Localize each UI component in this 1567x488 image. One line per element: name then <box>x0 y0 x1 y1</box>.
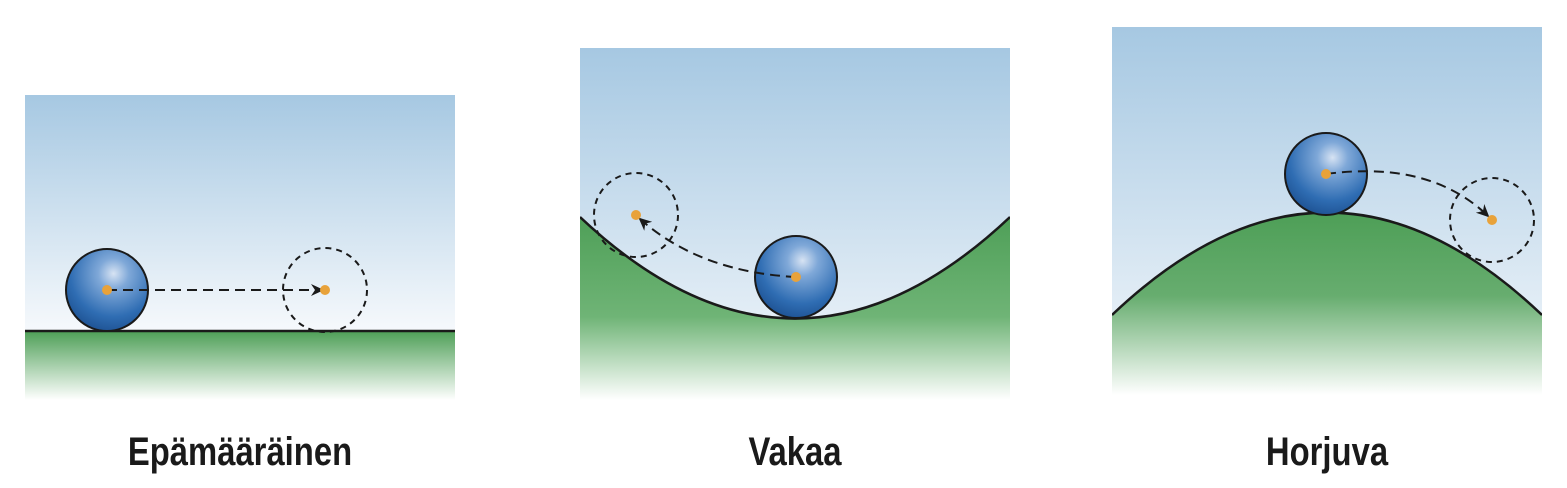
ghost-center-dot <box>631 210 641 220</box>
ball-center-dot <box>791 272 801 282</box>
motion-arrow <box>1325 170 1490 218</box>
ghost-ball-outline <box>282 247 368 333</box>
ghost-center-dot <box>1487 215 1497 225</box>
caption-unstable: Horjuva <box>1265 430 1389 474</box>
panel-unstable <box>1112 27 1542 400</box>
ball-center-dot <box>102 285 112 295</box>
caption-neutral: Epämääräinen <box>127 430 353 474</box>
ball-center-dot <box>1321 169 1331 179</box>
ghost-ball-outline <box>1449 177 1535 263</box>
ghost-center-dot <box>320 285 330 295</box>
caption-stable: Vakaa <box>748 430 842 474</box>
panel-stable <box>580 48 1010 400</box>
concave-ground <box>580 217 1010 400</box>
ghost-ball-outline <box>593 172 679 258</box>
convex-ground <box>1112 212 1542 400</box>
panel-neutral <box>25 95 455 400</box>
motion-arrow <box>638 217 797 278</box>
flat-ground <box>25 331 455 400</box>
